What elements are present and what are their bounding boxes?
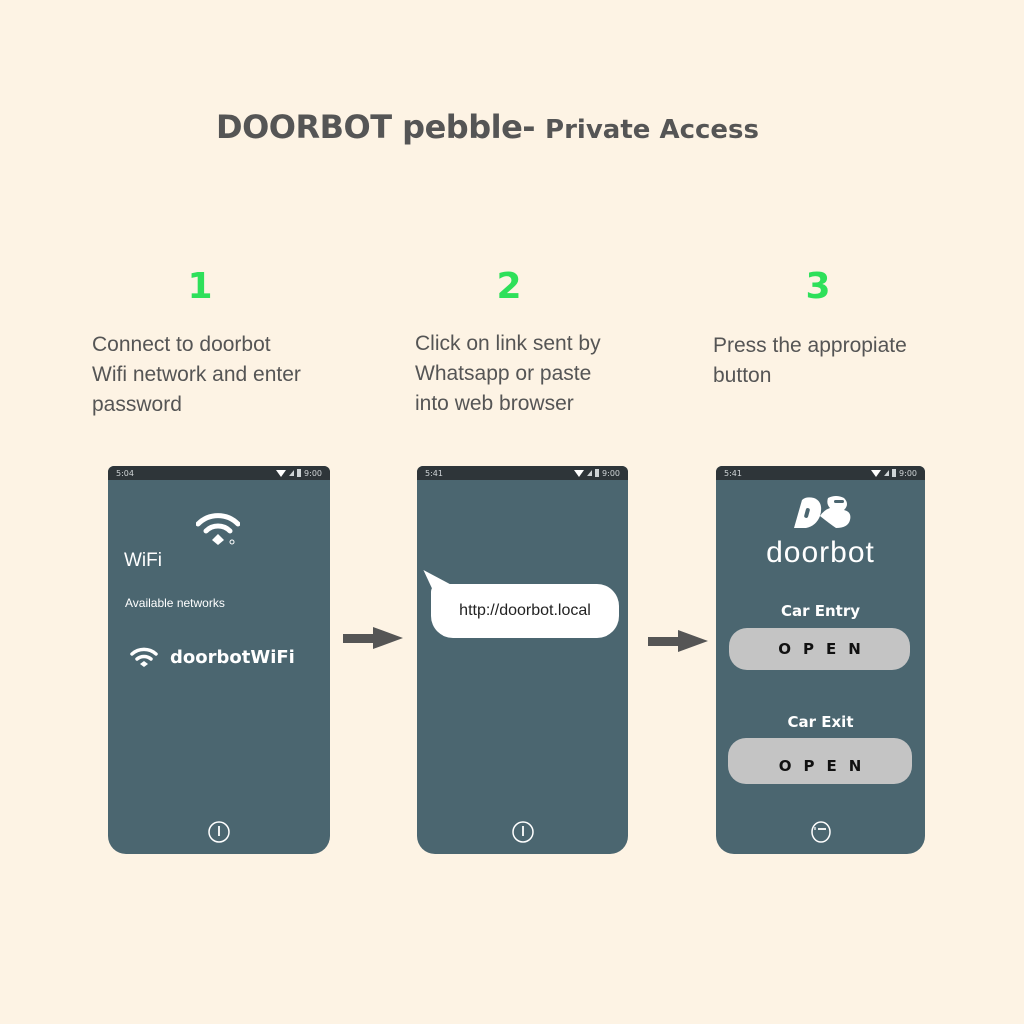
status-clock: 9:00 bbox=[304, 468, 322, 478]
title-sub: Private Access bbox=[545, 115, 759, 145]
status-time: 5:41 bbox=[425, 468, 443, 478]
step-2-number: 2 bbox=[496, 266, 522, 307]
arrow-right-icon bbox=[343, 627, 403, 649]
car-exit-label: Car Exit bbox=[787, 713, 854, 731]
wifi-signal-icon bbox=[276, 469, 287, 477]
cell-signal-icon bbox=[587, 470, 593, 476]
status-clock: 9:00 bbox=[602, 468, 620, 478]
phone-doorbot-app: 5:41 9:00 doorbot Car Entry OPEN Car Exi… bbox=[716, 466, 925, 854]
wifi-signal-icon bbox=[574, 469, 585, 477]
power-icon[interactable] bbox=[511, 820, 535, 844]
wifi-icon bbox=[196, 513, 240, 545]
doorbot-logo-mark-icon bbox=[793, 496, 850, 528]
open-button-label: OPEN bbox=[778, 757, 874, 775]
battery-icon bbox=[892, 469, 897, 477]
cell-signal-icon bbox=[289, 470, 295, 476]
phone-link-screen: 5:41 9:00 http://doorbot.local bbox=[417, 466, 628, 854]
available-networks-label: Available networks bbox=[125, 596, 225, 610]
car-entry-label: Car Entry bbox=[780, 602, 861, 620]
title-main: DOORBOT pebble- bbox=[216, 108, 536, 146]
step-2-description: Click on link sent by Whatsapp or paste … bbox=[415, 332, 601, 415]
step-1-number: 1 bbox=[187, 266, 213, 307]
status-bar: 5:04 9:00 bbox=[108, 466, 330, 480]
battery-icon bbox=[297, 469, 302, 477]
wifi-icon bbox=[130, 647, 158, 667]
message-bubble[interactable]: http://doorbot.local bbox=[431, 584, 619, 638]
doorbot-logo: doorbot bbox=[716, 494, 925, 570]
cell-signal-icon bbox=[884, 470, 890, 476]
wifi-signal-icon bbox=[871, 469, 882, 477]
logo-text: doorbot bbox=[766, 536, 875, 569]
power-icon[interactable] bbox=[207, 820, 231, 844]
phone-wifi-screen: 5:04 9:00 WiFi Available networks doorbo… bbox=[108, 466, 330, 854]
network-item-doorbotwifi[interactable]: doorbotWiFi bbox=[130, 646, 295, 668]
network-name: doorbotWiFi bbox=[170, 646, 295, 668]
wifi-heading: WiFi bbox=[124, 550, 162, 571]
power-icon[interactable] bbox=[809, 820, 833, 844]
page-title: DOORBOT pebble- Private Access bbox=[216, 108, 759, 146]
status-clock: 9:00 bbox=[899, 468, 917, 478]
doorbot-link[interactable]: http://doorbot.local bbox=[459, 602, 591, 619]
status-bar: 5:41 9:00 bbox=[417, 466, 628, 480]
car-exit-open-button[interactable]: OPEN bbox=[728, 738, 912, 784]
step-1-description: Connect to doorbot Wifi network and ente… bbox=[92, 333, 301, 416]
status-time: 5:04 bbox=[116, 468, 134, 478]
arrow-right-icon bbox=[648, 630, 708, 652]
status-time: 5:41 bbox=[724, 468, 742, 478]
battery-icon bbox=[595, 469, 600, 477]
step-3-number: 3 bbox=[805, 266, 831, 307]
open-button-label: OPEN bbox=[778, 640, 873, 658]
status-bar: 5:41 9:00 bbox=[716, 466, 925, 480]
car-entry-open-button[interactable]: OPEN bbox=[729, 628, 910, 670]
step-3-description: Press the appropiate button bbox=[713, 334, 907, 387]
